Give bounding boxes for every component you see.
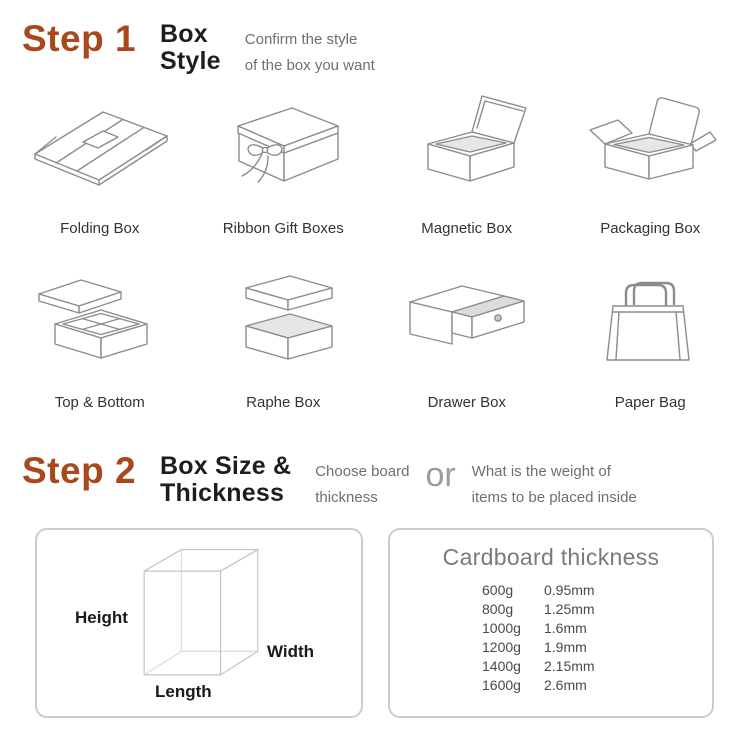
weight-value: 1000g [482,620,521,636]
step1-desc-line2: of the box you want [244,57,375,75]
paper-bag-icon [606,281,690,361]
box-style-item-raphe-box: Raphe Box [192,260,376,411]
box-style-row-2: Top & Bottom Raphe Box Drawer Box [8,260,742,411]
thickness-value: 2.6mm [544,677,587,693]
step2-option-b: What is the weight of items to be placed… [472,459,637,512]
packaging-box-icon [589,97,717,180]
box-style-label: Packaging Box [600,220,701,237]
step2-option-a-line1: Choose board [315,463,410,480]
box-style-item-folding-box: Folding Box [8,86,192,237]
thickness-row: 1000g 1.6mm [482,619,712,638]
thickness-row: 800g 1.25mm [482,600,712,619]
thickness-panel: Cardboard thickness 600g 0.95mm 800g 1.2… [388,528,714,718]
weight-value: 1400g [482,658,521,674]
weight-value: 1200g [482,639,521,655]
box-style-item-paper-bag: Paper Bag [559,260,743,411]
thickness-value: 1.9mm [544,639,587,655]
box-style-item-packaging-box: Packaging Box [559,86,743,237]
step1-desc-line1: Confirm the style [244,31,358,48]
thickness-value: 1.6mm [544,620,587,636]
step2-title-line1: Box Size & [160,452,292,480]
width-label: Width [267,642,315,661]
step2-option-b-line1: What is the weight of [471,463,611,480]
or-text: or [425,456,456,494]
step1-title-line1: Box [160,20,208,48]
box-style-label: Magnetic Box [421,220,513,237]
top-and-bottom-box-icon [38,279,148,359]
raphe-box-icon [245,275,333,360]
thickness-value: 2.15mm [544,658,595,674]
weight-value: 1600g [482,677,521,693]
box-style-item-ribbon-gift-boxes: Ribbon Gift Boxes [192,86,376,237]
box-style-label: Top & Bottom [54,394,145,411]
box-style-item-magnetic-box: Magnetic Box [375,86,559,237]
folding-box-icon [34,111,168,186]
box-style-label: Folding Box [60,220,140,237]
box-style-item-drawer-box: Drawer Box [375,260,559,411]
step2-option-b-line2: items to be placed inside [471,489,637,507]
step2-label: Step 2 [22,450,137,491]
box-style-label: Ribbon Gift Boxes [222,220,344,237]
thickness-table-title: Cardboard thickness [442,544,660,570]
thickness-row: 600g 0.95mm [482,581,712,600]
step2-option-a-line2: thickness [315,489,378,507]
thickness-row: 1400g 2.15mm [482,657,712,676]
box-style-label: Raphe Box [246,394,321,411]
box-dimensions-diagram [143,548,260,676]
ribbon-gift-boxes-icon [237,107,339,183]
size-panel: Height Width Length [35,528,363,718]
weight-value: 800g [482,601,514,617]
thickness-table: 600g 0.95mm 800g 1.25mm 1000g 1.6mm 1200… [482,581,712,695]
thickness-value: 1.25mm [544,601,595,617]
thickness-value: 0.95mm [544,582,595,598]
step2-header: Step 2 Box Size & Thickness Choose board… [22,450,637,512]
box-style-row-1: Folding Box Ribbon Gift Boxes Magnetic B… [8,86,742,237]
magnetic-box-icon [427,95,527,182]
box-style-label: Drawer Box [427,394,506,411]
thickness-row: 1200g 1.9mm [482,638,712,657]
step2-title-line2: Thickness [160,479,285,507]
weight-value: 600g [482,582,514,598]
step2-option-a: Choose board thickness [315,459,409,512]
height-label: Height [75,608,128,627]
drawer-box-icon [409,285,525,345]
box-style-item-top-and-bottom: Top & Bottom [8,260,192,411]
step1-label: Step 1 [22,18,137,59]
step1-title-line2: Style [160,47,221,75]
length-label: Length [155,682,212,701]
step1-description: Confirm the style of the box you want [245,27,375,80]
step1-title: Box Style [160,21,221,75]
step1-header: Step 1 Box Style Confirm the style of th… [22,18,375,80]
thickness-row: 1600g 2.6mm [482,676,712,695]
step2-title: Box Size & Thickness [160,453,291,507]
box-style-label: Paper Bag [614,394,686,411]
